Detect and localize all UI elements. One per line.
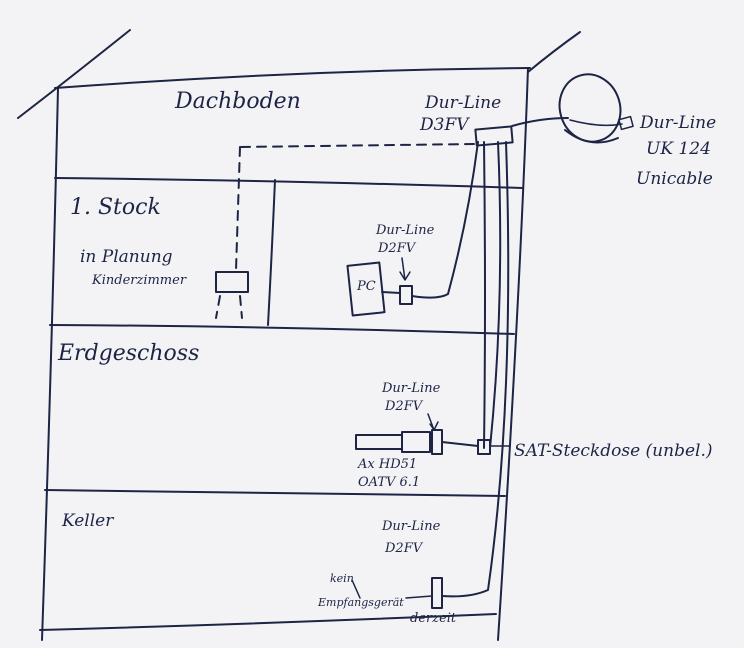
lnb-label-1: Dur-Line (639, 113, 716, 133)
basement-receiver-arm (405, 595, 433, 599)
first-receiver-label-1: Dur-Line (375, 223, 435, 238)
ax-hd51-front (401, 431, 431, 453)
attic-label: Dachboden (174, 89, 301, 114)
planned-cable-horizontal (239, 143, 475, 148)
multiswitch-label-1: Dur-Line (424, 93, 501, 113)
first-receiver-label-2: D2FV (377, 241, 417, 256)
multiswitch-box (474, 125, 514, 147)
house-left-wall (41, 87, 59, 641)
roof-left (17, 29, 131, 119)
divider-attic-first (54, 177, 523, 189)
sat-socket-label: SAT-Steckdose (unbel.) (514, 441, 713, 461)
childrens-room-label: Kinderzimmer (91, 273, 187, 288)
ground-receiver-label-2: D2FV (384, 399, 424, 414)
pc-link (381, 291, 401, 294)
lnb-label-2: UK 124 (646, 139, 711, 159)
device-label-1: Ax HD51 (357, 457, 417, 472)
multiswitch-label-2: D3FV (419, 115, 470, 135)
first-floor-label: 1. Stock (70, 195, 161, 220)
roof-ridge (54, 67, 531, 89)
house-right-wall (497, 67, 529, 641)
cable-to-pc (411, 141, 479, 299)
roof-right (527, 31, 581, 73)
planned-label: in Planung (80, 247, 173, 267)
pc-label: PC (356, 279, 376, 294)
first-receiver-arrow (399, 257, 411, 281)
cable-trunk-3 (441, 141, 510, 598)
ax-hd51-box (355, 434, 403, 450)
divider-ground-basement (44, 489, 506, 497)
ground-receiver-arrow (427, 413, 439, 431)
basement-note-3: derzeit (410, 611, 457, 626)
ground-link (441, 441, 479, 447)
planned-cable-vertical (235, 146, 241, 271)
planned-tail-right (239, 295, 243, 319)
basement-receiver-label-2: D2FV (384, 541, 424, 556)
divider-first-ground (49, 324, 515, 335)
basement-receiver-label-1: Dur-Line (381, 519, 441, 534)
cable-trunk-1 (483, 141, 486, 449)
planned-tail-left (215, 295, 221, 319)
ground-floor-receiver (431, 429, 443, 455)
satellite-dish-icon (558, 73, 634, 144)
cable-trunk-2 (489, 141, 502, 449)
pc-box (346, 261, 386, 317)
basement-note-arrow (351, 579, 361, 599)
basement-receiver (431, 577, 443, 609)
ground-floor-label: Erdgeschoss (57, 341, 199, 366)
dish-cable (511, 117, 569, 127)
lnb-label-3: Unicable (636, 169, 713, 189)
basement-note-1: kein (330, 572, 354, 585)
device-label-2: OATV 6.1 (358, 475, 420, 490)
sat-socket-box (477, 439, 491, 455)
children-room-wall (267, 179, 276, 326)
ground-receiver-label-1: Dur-Line (381, 381, 441, 396)
house-floor-line (39, 613, 497, 631)
planned-receiver-box (215, 271, 249, 293)
basement-note-2: Empfangsgerät (317, 596, 404, 609)
basement-label: Keller (61, 511, 114, 531)
first-floor-receiver (399, 285, 413, 305)
